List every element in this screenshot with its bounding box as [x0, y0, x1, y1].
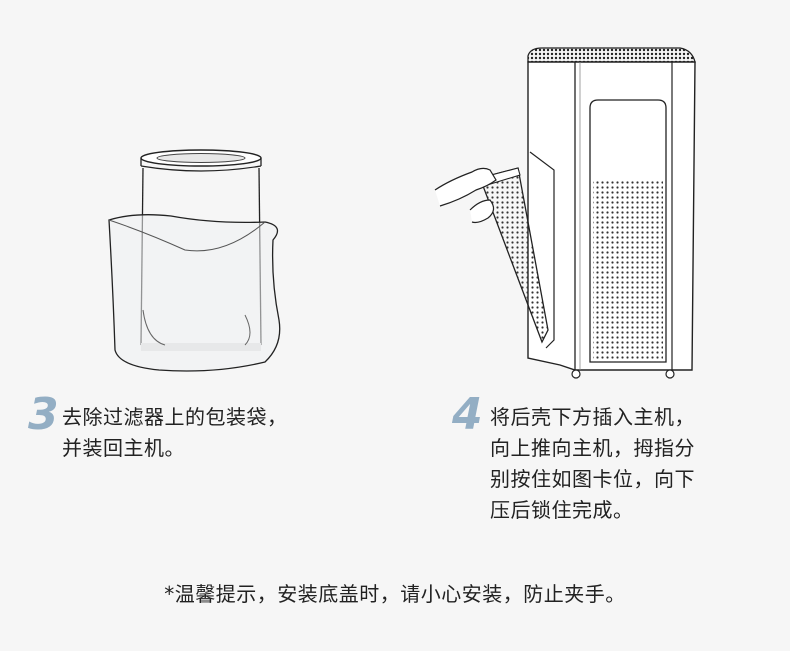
step-4-line: 别按住如图卡位，向下	[490, 467, 695, 491]
purifier-illustration	[430, 40, 710, 385]
step-3-line: 并装回主机。	[62, 436, 185, 460]
step-4-number: 4	[452, 389, 483, 440]
step-3-number: 3	[28, 389, 59, 440]
filter-illustration	[95, 140, 295, 380]
step-4-line: 压后锁住完成。	[490, 498, 634, 522]
step-4-line: 向上推向主机，拇指分	[490, 436, 695, 460]
step-4-line: 将后壳下方插入主机，	[490, 405, 695, 429]
step-3-instructions: 去除过滤器上的包装袋， 并装回主机。	[62, 402, 288, 464]
safety-note: *温馨提示，安装底盖时，请小心安装，防止夹手。	[164, 582, 626, 606]
step-3-line: 去除过滤器上的包装袋，	[62, 405, 288, 429]
step-4-instructions: 将后壳下方插入主机， 向上推向主机，拇指分 别按住如图卡位，向下 压后锁住完成。	[490, 402, 695, 526]
